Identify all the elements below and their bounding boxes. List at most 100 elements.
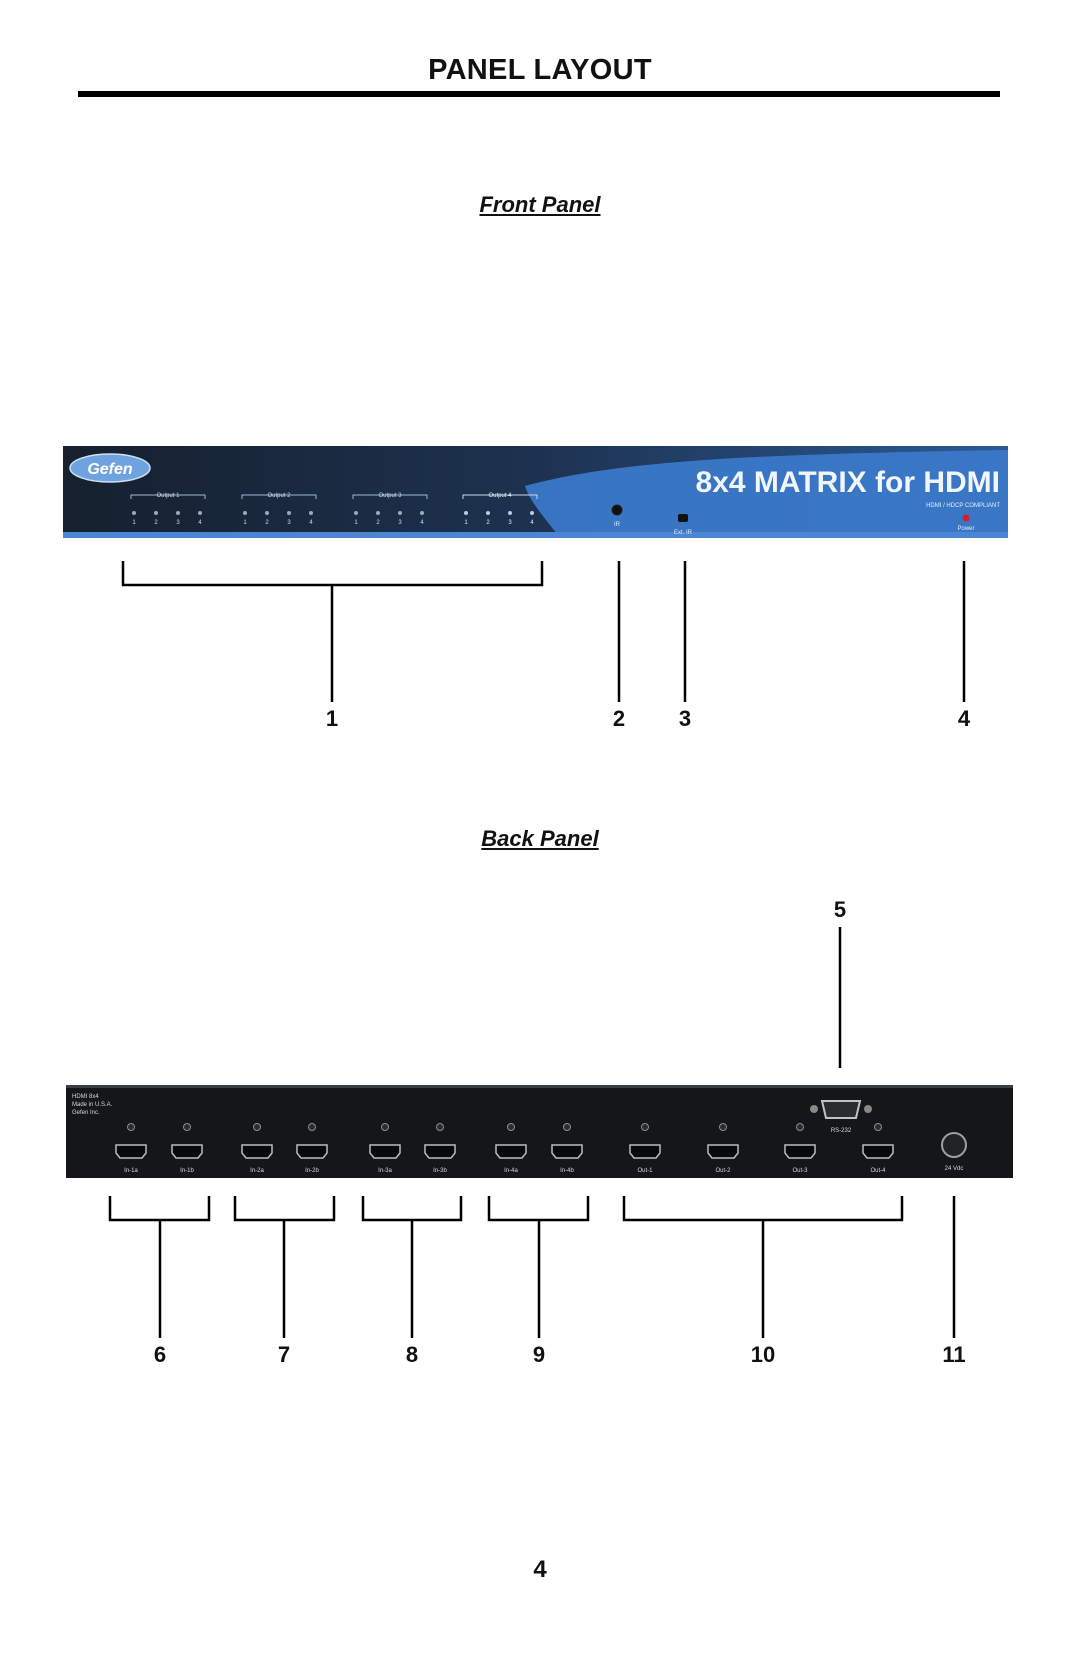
status-led <box>287 511 291 515</box>
status-led <box>243 511 247 515</box>
screw-icon <box>810 1105 818 1113</box>
bracket-7 <box>233 1196 336 1222</box>
led-number: 1 <box>132 520 136 526</box>
callout-1: 1 <box>325 706 339 731</box>
output-group-1: Output 1 1 2 3 4 <box>130 493 206 526</box>
port-led-icon <box>183 1123 191 1131</box>
callout-5: 5 <box>833 897 847 922</box>
status-led <box>354 511 358 515</box>
hdmi-port: In-3a <box>369 1123 401 1174</box>
hdmi-port: Out-2 <box>707 1123 739 1174</box>
hdmi-port: In-2a <box>241 1123 273 1174</box>
port-led-icon <box>796 1123 804 1131</box>
gefen-logo <box>69 453 151 483</box>
callout-8: 8 <box>405 1342 419 1367</box>
led-number: 2 <box>486 520 490 526</box>
hdmi-port-icon <box>424 1144 456 1159</box>
label-line: Gefen Inc. <box>72 1110 100 1116</box>
callout-6: 6 <box>153 1342 167 1367</box>
hdmi-port-label: In-2a <box>250 1168 264 1174</box>
brand-text: Gefen <box>87 461 133 478</box>
label-line: Made in U.S.A. <box>72 1102 113 1108</box>
ir-sensor <box>611 504 623 516</box>
port-led-icon <box>436 1123 444 1131</box>
led-number: 1 <box>354 520 358 526</box>
rs232-connector <box>810 1100 872 1119</box>
led-number: 1 <box>464 520 468 526</box>
output-group-label: Output 4 <box>488 493 512 499</box>
ir-button <box>678 514 688 522</box>
port-led-icon <box>381 1123 389 1131</box>
callout-4: 4 <box>957 706 971 731</box>
port-led-icon <box>641 1123 649 1131</box>
back-panel-figure: HDMI 8x4 Made in U.S.A. Gefen Inc. RS-23… <box>66 927 1013 1338</box>
power-jack-label: 24 Vdc <box>945 1166 964 1172</box>
led-number: 2 <box>265 520 269 526</box>
bracket-8 <box>361 1196 463 1222</box>
port-led-icon <box>719 1123 727 1131</box>
bracket-9 <box>487 1196 590 1222</box>
hdmi-port-icon <box>551 1144 583 1159</box>
hdmi-port-icon <box>495 1144 527 1159</box>
output-group-4: Output 4 1 2 3 4 <box>462 493 538 526</box>
hdmi-port-label: In-3b <box>433 1168 447 1174</box>
led-number: 4 <box>530 520 534 526</box>
hdmi-port: Out-3 <box>784 1123 816 1174</box>
hdmi-port-label: In-1a <box>124 1168 138 1174</box>
port-led-icon <box>127 1123 135 1131</box>
output-group-label: Output 1 <box>156 493 180 499</box>
hdmi-port-label: In-2b <box>305 1168 319 1174</box>
bracket-6 <box>108 1196 211 1222</box>
hdmi-port-icon <box>171 1144 203 1159</box>
hdmi-port-icon <box>784 1144 816 1159</box>
status-led <box>420 511 424 515</box>
status-led <box>176 511 180 515</box>
port-led-icon <box>253 1123 261 1131</box>
hdmi-port-icon <box>707 1144 739 1159</box>
power-jack-icon <box>941 1132 967 1158</box>
hdmi-port-label: In-4a <box>504 1168 518 1174</box>
status-led <box>464 511 468 515</box>
front-callout-lines <box>121 561 966 702</box>
led-number: 2 <box>376 520 380 526</box>
hdmi-port: Out-1 <box>629 1123 661 1174</box>
led-number: 4 <box>309 520 313 526</box>
compliance-text: HDMI / HDCP COMPLIANT <box>926 503 1000 509</box>
status-led <box>376 511 380 515</box>
back-panel-device <box>66 1085 1013 1178</box>
back-callout-lines <box>108 1196 956 1338</box>
page-number: 4 <box>533 1556 547 1583</box>
page-title: PANEL LAYOUT <box>428 54 652 86</box>
title-rule <box>78 91 1000 97</box>
callout-3: 3 <box>678 706 692 731</box>
hdmi-port-icon <box>369 1144 401 1159</box>
led-number: 3 <box>287 520 291 526</box>
db9-port-icon <box>820 1100 862 1119</box>
led-number: 4 <box>420 520 424 526</box>
callout-11: 11 <box>942 1342 966 1367</box>
front-panel-blue-swoosh <box>525 450 1008 538</box>
screw-icon <box>864 1105 872 1113</box>
status-led <box>132 511 136 515</box>
front-panel-figure: Gefen 8x4 MATRIX for HDMI HDMI / HDCP CO… <box>63 446 1008 702</box>
ir-label: IR <box>614 522 621 528</box>
led-number: 4 <box>198 520 202 526</box>
led-number: 3 <box>508 520 512 526</box>
port-led-icon <box>507 1123 515 1131</box>
status-led <box>508 511 512 515</box>
hdmi-port-label: In-4b <box>560 1168 574 1174</box>
ir-button-label: Ext. IR <box>674 530 693 536</box>
hdmi-port: In-2b <box>296 1123 328 1174</box>
hdmi-port: In-1a <box>115 1123 147 1174</box>
output-group-2: Output 2 1 2 3 4 <box>241 493 317 526</box>
status-led <box>309 511 313 515</box>
status-led <box>486 511 490 515</box>
led-number: 3 <box>176 520 180 526</box>
bracket-10 <box>622 1196 904 1222</box>
output-group-label: Output 2 <box>267 493 291 499</box>
output-group-3: Output 3 1 2 3 4 <box>352 493 428 526</box>
callout-7: 7 <box>277 1342 291 1367</box>
front-panel-heading: Front Panel <box>479 192 601 217</box>
power-led <box>962 514 970 522</box>
